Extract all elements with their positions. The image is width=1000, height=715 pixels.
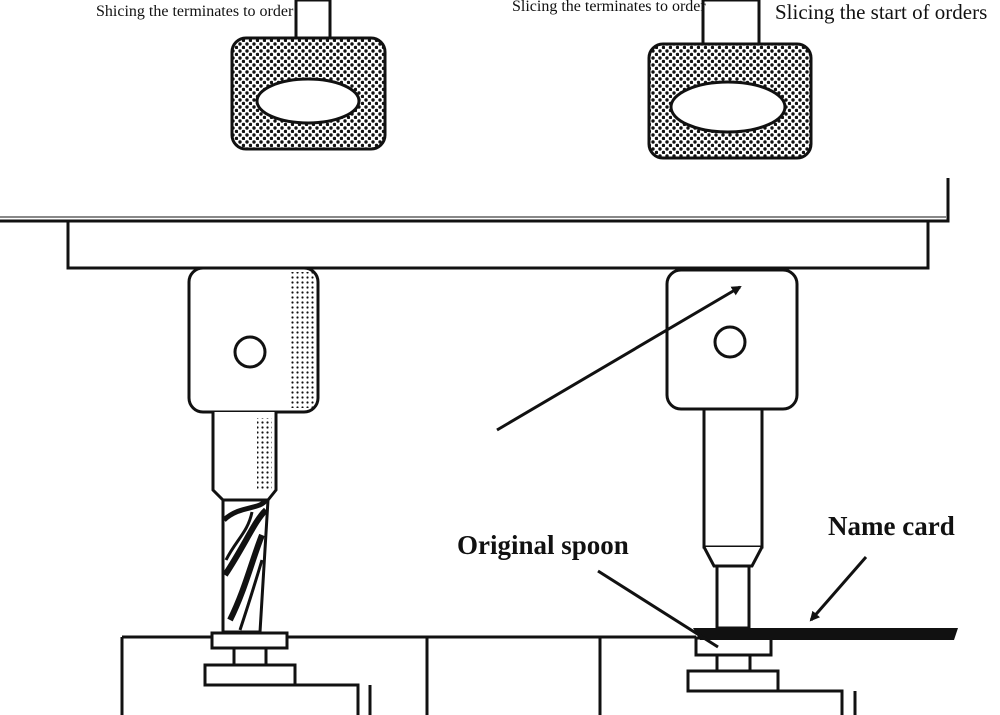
- name-card-plate: [693, 628, 958, 640]
- left-adjustment-knob: [230, 0, 387, 151]
- name-card-label: Name card: [828, 511, 955, 541]
- right-tracer-spindle: [702, 407, 764, 630]
- original-spoon-label: Original spoon: [457, 530, 629, 560]
- original-spoon-pointer: [597, 569, 719, 649]
- right-key-clamp: [686, 636, 780, 693]
- right-cutter-head: [665, 268, 799, 411]
- right-knob-caption: Slicing the terminates to order: [512, 0, 706, 15]
- right-adjustment-knob: [647, 0, 813, 160]
- left-drill-bit: [221, 498, 270, 634]
- left-key-clamp: [203, 631, 297, 687]
- direction-arrow: [496, 285, 742, 432]
- top-right-caption: Slicing the start of orders: [775, 0, 987, 24]
- left-cutter-head: [187, 266, 320, 414]
- name-card-arrow: [809, 556, 868, 622]
- machine-frame: [0, 178, 950, 270]
- left-knob-caption: Shicing the terminates to order: [96, 3, 294, 20]
- left-cutter-spindle: [211, 412, 278, 502]
- machine-base: [120, 635, 860, 715]
